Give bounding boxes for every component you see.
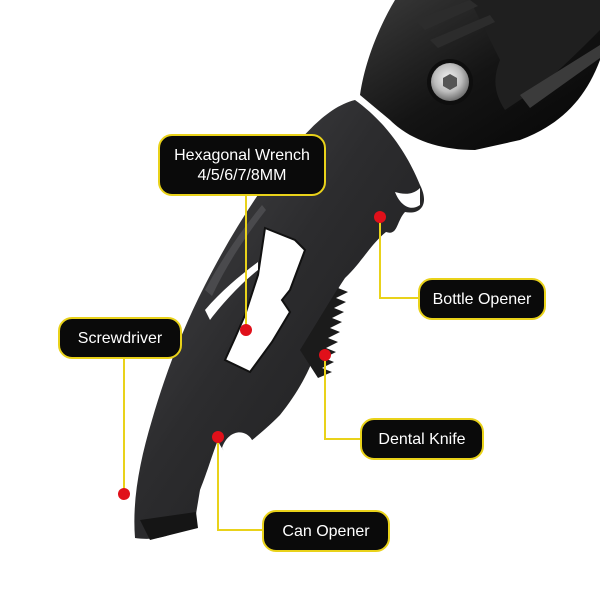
blade — [134, 100, 425, 540]
leader-can-opener — [217, 437, 262, 531]
marker-can-opener — [212, 431, 224, 443]
screwdriver-label: Screwdriver — [77, 330, 163, 347]
callout-screwdriver: Screwdriver — [58, 317, 182, 359]
marker-dental-knife — [319, 349, 331, 361]
marker-hex-wrench — [240, 324, 252, 336]
marker-dots — [118, 211, 386, 500]
callout-dental-knife: Dental Knife — [360, 418, 484, 460]
callout-can-opener: Can Opener — [262, 510, 390, 552]
hex-wrench-title: Hexagonal Wrench — [174, 147, 310, 164]
leader-bottle-opener — [379, 218, 418, 299]
hex-wrench-sizes: 4/5/6/7/8MM — [197, 167, 287, 184]
handle — [360, 0, 600, 150]
dental-knife-label: Dental Knife — [378, 431, 466, 448]
leader-dental-knife — [324, 356, 360, 440]
marker-screwdriver — [118, 488, 130, 500]
callout-bottle-opener: Bottle Opener — [418, 278, 546, 320]
pivot-screw — [427, 59, 473, 105]
callout-hexagonal-wrench: Hexagonal Wrench 4/5/6/7/8MM — [158, 134, 326, 196]
can-opener-label: Can Opener — [282, 523, 370, 540]
bottle-opener-label: Bottle Opener — [432, 291, 532, 308]
marker-bottle-opener — [374, 211, 386, 223]
leader-lines — [123, 196, 418, 531]
